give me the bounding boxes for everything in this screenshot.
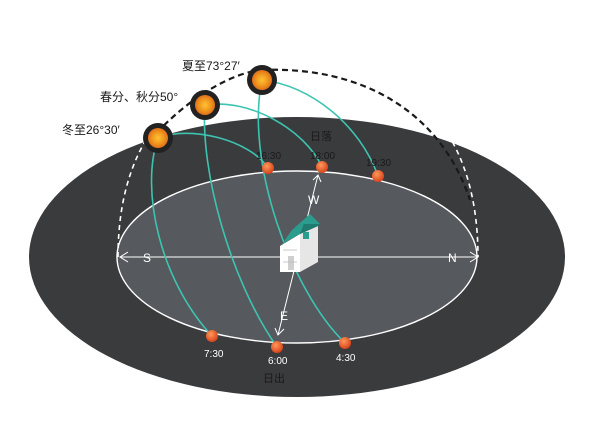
sunrise-dot-600 xyxy=(271,341,283,353)
dir-south: S xyxy=(143,251,151,265)
dir-north: N xyxy=(448,251,457,265)
sun-equinox xyxy=(190,90,220,120)
sunset-dot-1800 xyxy=(316,161,328,173)
sunrise-dot-730 xyxy=(206,330,218,342)
sun-winter xyxy=(143,123,173,153)
time-sunrise-730: 7:30 xyxy=(204,349,224,360)
label-equinox: 春分、秋分50° xyxy=(100,90,178,104)
n-arrow-head xyxy=(469,251,479,263)
time-sunset-1930: 19:30 xyxy=(366,158,391,169)
sun-summer xyxy=(247,65,277,95)
summer-path-set xyxy=(261,79,379,177)
time-sunset-1630: 16:30 xyxy=(256,151,281,162)
house-icon xyxy=(280,214,320,272)
dir-west: W xyxy=(308,193,320,207)
equinox-path-rise xyxy=(203,104,278,348)
summer-path-rise xyxy=(257,79,346,344)
label-sunrise: 日出 xyxy=(263,371,285,385)
sunrise-dot-430 xyxy=(339,337,351,349)
s-arrow-head xyxy=(119,251,129,263)
e-arrow-head xyxy=(274,327,285,336)
sunset-dot-1630 xyxy=(262,162,274,174)
time-sunrise-430: 4:30 xyxy=(336,353,356,364)
sky-dome-dashed-right xyxy=(261,68,472,201)
label-sunset: 日落 xyxy=(310,130,332,143)
time-sunset-1800: 18:00 xyxy=(310,151,335,162)
label-summer-solstice: 夏至73°27′ xyxy=(182,59,240,73)
label-winter-solstice: 冬至26°30′ xyxy=(62,122,120,137)
dir-east: E xyxy=(280,309,288,323)
w-arrow-head xyxy=(312,174,322,183)
time-sunrise-600: 6:00 xyxy=(268,356,288,367)
sunset-dot-1930 xyxy=(372,170,384,182)
winter-path-rise xyxy=(150,137,213,337)
equinox-path-set xyxy=(204,103,323,168)
sky-dome-dashed xyxy=(117,59,479,258)
